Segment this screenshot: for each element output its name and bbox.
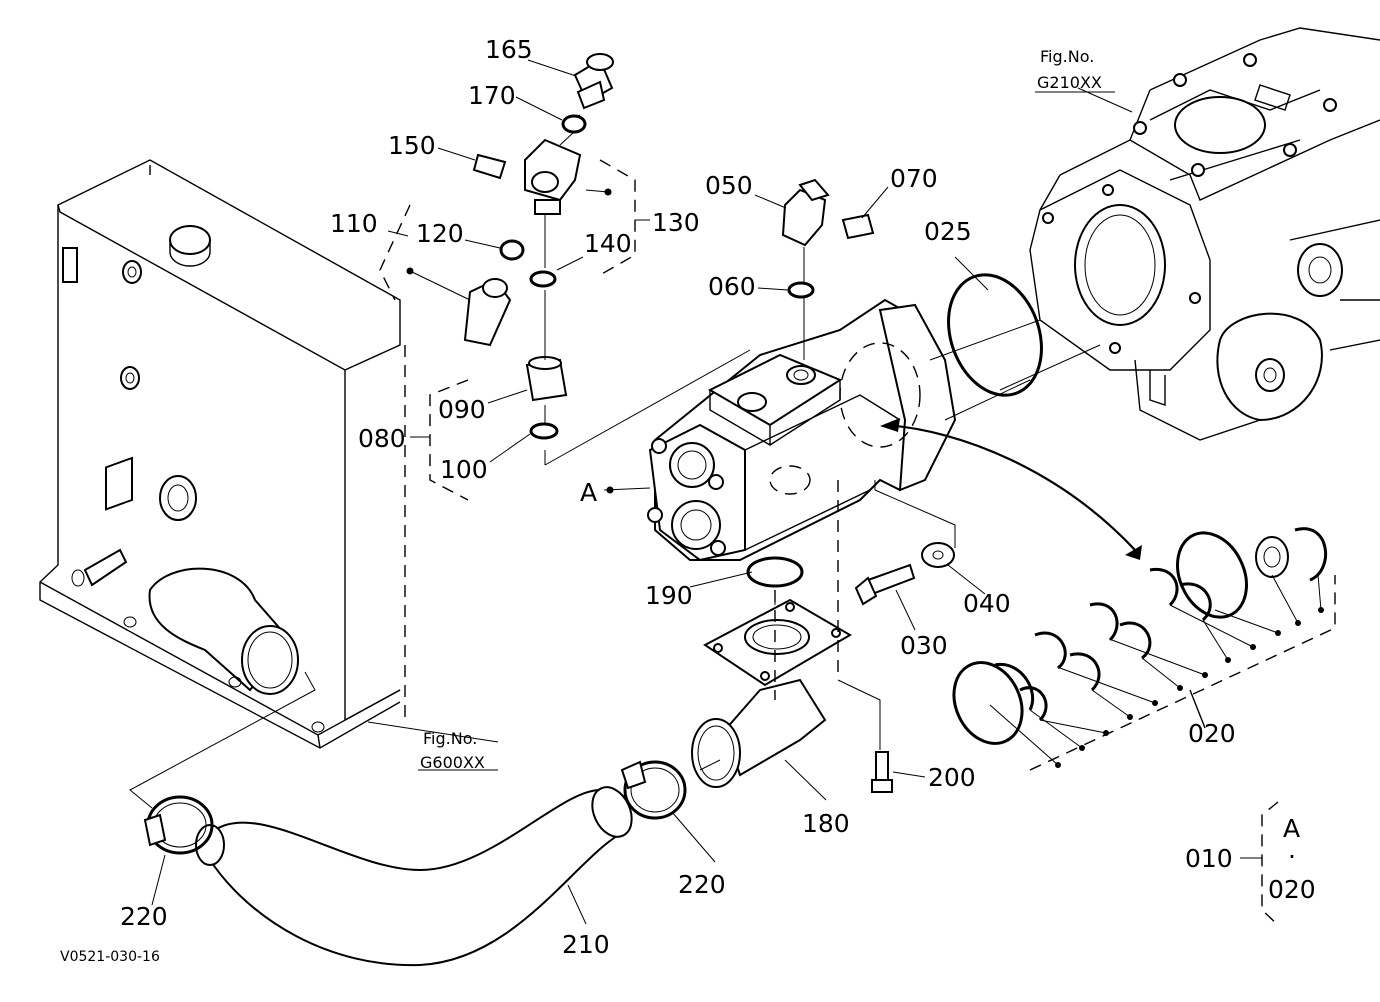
callout-180: 180 — [802, 809, 850, 838]
figref-G210XX-line1: Fig.No. — [1040, 47, 1094, 66]
callout-025: 025 — [924, 217, 972, 246]
figref-G210XX-line2: G210XX — [1037, 73, 1102, 92]
callout-165: 165 — [485, 35, 533, 64]
callout-220-right: 220 — [678, 870, 726, 899]
legend-A: A — [1283, 814, 1300, 843]
callout-080: 080 — [358, 424, 406, 453]
figref-G600XX-line1: Fig.No. — [423, 729, 477, 748]
hydraulic-tank — [39, 159, 406, 749]
callout-090: 090 — [438, 395, 486, 424]
suction-hose — [143, 760, 687, 967]
callout-070: 070 — [890, 164, 938, 193]
assembly-lines — [129, 114, 1142, 809]
callout-140: 140 — [584, 229, 632, 258]
suction-flange-elbow — [691, 598, 852, 788]
fittings — [463, 53, 1043, 793]
transmission-housing — [1029, 27, 1380, 441]
callout-210: 210 — [562, 930, 610, 959]
seal-kit — [952, 527, 1336, 771]
callout-040: 040 — [963, 589, 1011, 618]
drawing-code: V0521-030-16 — [60, 949, 160, 965]
callout-010: 010 — [1185, 844, 1233, 873]
callout-labels: 165 170 150 110 120 130 140 090 080 100 … — [60, 35, 1316, 965]
legend-020: 020 — [1268, 875, 1316, 904]
callout-030: 030 — [900, 631, 948, 660]
callout-170: 170 — [468, 81, 516, 110]
figref-G600XX-line2: G600XX — [420, 753, 485, 772]
callout-A: A — [580, 478, 597, 507]
callout-150: 150 — [388, 131, 436, 160]
gear-pump — [647, 298, 957, 562]
callout-130: 130 — [652, 208, 700, 237]
callout-020: 020 — [1188, 719, 1236, 748]
callout-060: 060 — [708, 272, 756, 301]
callout-100: 100 — [440, 455, 488, 484]
legend-010 — [1240, 801, 1279, 926]
callout-190: 190 — [645, 581, 693, 610]
legend-dot: · — [1288, 842, 1296, 871]
callout-110: 110 — [330, 209, 378, 238]
callout-220-left: 220 — [120, 902, 168, 931]
callout-050: 050 — [705, 171, 753, 200]
callout-200: 200 — [928, 763, 976, 792]
callout-120: 120 — [416, 219, 464, 248]
leader-lines — [151, 59, 1133, 925]
